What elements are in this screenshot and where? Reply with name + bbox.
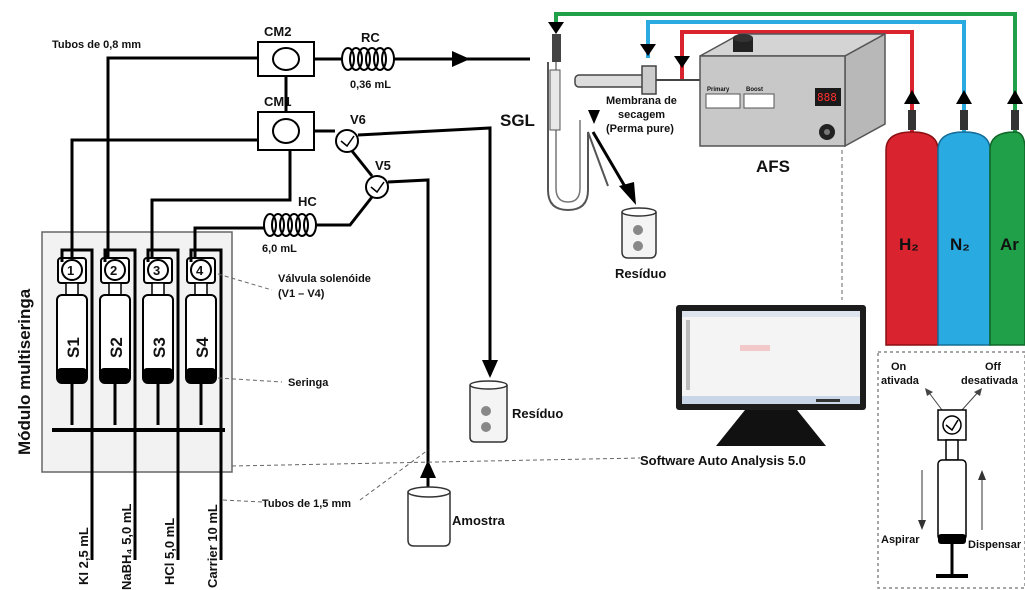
syringe-outlet-tubes xyxy=(70,56,292,258)
syringe-1-name: S1 xyxy=(64,337,83,358)
cylinder-n2-label: N₂ xyxy=(950,235,970,254)
sgl-label: SGL xyxy=(500,111,535,130)
syringe-3: 3 S3 xyxy=(142,257,174,425)
valve-inset-box xyxy=(877,351,1025,589)
afs-instrument: Primary Boost 888 xyxy=(699,32,886,148)
cm2-label: CM2 xyxy=(264,24,291,39)
cylinder-h2 xyxy=(885,110,939,346)
annotation-leaders xyxy=(217,150,843,503)
valvula-label-1: Válvula solenóide xyxy=(278,273,371,285)
afs-label: AFS xyxy=(756,157,790,176)
tubos-08-label: Tubos de 0,8 mm xyxy=(52,39,141,51)
sample-beaker xyxy=(407,486,451,547)
afs-display: 888 xyxy=(817,91,837,104)
dispensar-label: Dispensar xyxy=(968,539,1022,551)
syringe-1: 1 S1 xyxy=(56,257,88,425)
afs-boost-label: Boost xyxy=(746,87,763,93)
membrana-line1: Membrana de xyxy=(606,95,677,107)
v6-valve xyxy=(335,129,359,153)
residuo-main-label: Resíduo xyxy=(512,406,563,421)
syringe-2: 2 S2 xyxy=(99,257,131,425)
syringe-3-name: S3 xyxy=(150,337,169,358)
v5-valve xyxy=(365,175,389,199)
rc-coil xyxy=(314,47,530,71)
sgl-separator xyxy=(547,34,700,212)
tubos-15-label: Tubos de 1,5 mm xyxy=(262,498,351,510)
software-label: Software Auto Analysis 5.0 xyxy=(640,453,806,468)
cylinder-n2 xyxy=(937,110,991,346)
rc-label: RC xyxy=(361,30,380,45)
reagent-1-label: KI 2,5 mL xyxy=(76,527,91,585)
cylinder-h2-label: H₂ xyxy=(899,235,919,254)
amostra-label: Amostra xyxy=(452,513,506,528)
hc-coil xyxy=(263,213,334,237)
hc-volume: 6,0 mL xyxy=(262,243,297,255)
syringe-4-number: 4 xyxy=(196,263,204,278)
syringe-2-name: S2 xyxy=(107,337,126,358)
v6-label: V6 xyxy=(350,112,366,127)
reagent-tubes xyxy=(60,248,223,560)
residue-beaker-sgl xyxy=(621,207,657,259)
residuo-sgl-label: Resíduo xyxy=(615,266,666,281)
ativada-label: ativada xyxy=(881,375,920,387)
computer-monitor xyxy=(676,305,866,446)
aspirar-label: Aspirar xyxy=(881,534,920,546)
reagent-4-label: Carrier 10 mL xyxy=(205,504,220,588)
flow-arrow-rc xyxy=(452,51,470,67)
syringe-4: 4 S4 xyxy=(185,257,217,425)
valvula-label-2: (V1 – V4) xyxy=(278,288,325,300)
hc-label: HC xyxy=(298,194,317,209)
reagent-3-label: HCl 5,0 mL xyxy=(162,518,177,585)
afs-primary-label: Primary xyxy=(707,87,730,93)
cylinder-ar-label: Ar xyxy=(1000,235,1019,254)
inset-syringe xyxy=(925,388,982,578)
desativada-label: desativada xyxy=(961,375,1019,387)
modulo-label: Módulo multiseringa xyxy=(15,288,34,455)
v5-label: V5 xyxy=(375,158,391,173)
cm1-manifold xyxy=(257,111,315,151)
cm2-manifold xyxy=(257,41,315,77)
residue-beaker-main xyxy=(469,380,508,443)
membrana-line2: secagem xyxy=(618,109,665,121)
on-label: On xyxy=(891,361,907,373)
cylinder-ar xyxy=(989,110,1025,346)
rc-volume: 0,36 mL xyxy=(350,79,391,91)
syringe-4-name: S4 xyxy=(193,337,212,358)
seringa-label: Seringa xyxy=(288,377,329,389)
syringe-1-number: 1 xyxy=(67,263,74,278)
syringe-2-number: 2 xyxy=(110,263,117,278)
reagent-2-label: NaBH₄ 5,0 mL xyxy=(119,504,134,590)
syringe-3-number: 3 xyxy=(153,263,160,278)
off-label: Off xyxy=(985,361,1001,373)
membrana-line3: (Perma pure) xyxy=(606,123,674,135)
